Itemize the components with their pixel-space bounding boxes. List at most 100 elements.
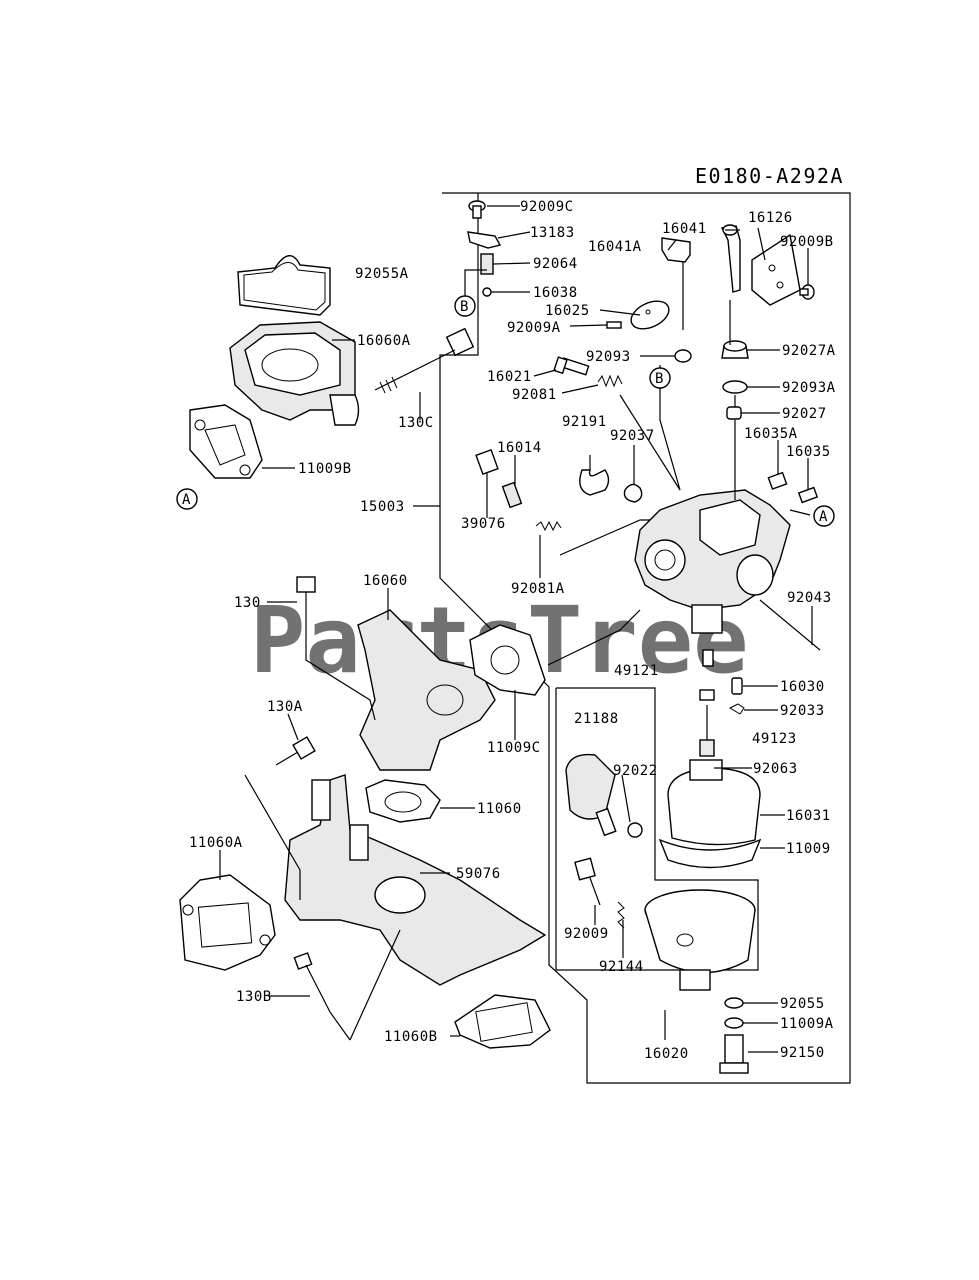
part-label: 21188 [574, 711, 619, 727]
gasket-92055A [237, 255, 331, 316]
part-label: 16041A [588, 239, 642, 255]
float-bowl-16020 [644, 889, 756, 991]
needle-valve-16030 [731, 677, 743, 695]
part-label: 130A [267, 699, 303, 715]
hose-92191 [579, 469, 610, 496]
part-label: 92027A [782, 343, 836, 359]
clip-92037 [623, 483, 643, 503]
part-label: 92055A [355, 266, 409, 282]
air-cleaner-base-16060A [229, 321, 360, 426]
callout-a-left: A [176, 488, 198, 510]
part-label: 92043 [787, 590, 832, 606]
screw-16035A [767, 471, 788, 490]
part-label: 11009 [786, 841, 831, 857]
svg-text:B: B [460, 299, 469, 315]
o-ring-92055 [724, 997, 744, 1009]
part-label: 59076 [456, 866, 501, 882]
spring-92081 [597, 374, 623, 388]
o-ring-16038 [482, 287, 492, 297]
part-label: 92009A [507, 320, 561, 336]
part-label: 92081A [511, 581, 565, 597]
screw-16021 [553, 356, 590, 376]
part-label: 11060B [384, 1029, 438, 1045]
part-39076 [475, 448, 499, 476]
cap-92027 [726, 406, 742, 420]
solenoid-21188 [565, 753, 617, 837]
part-label: 92063 [753, 761, 798, 777]
part-label: 49121 [614, 663, 659, 679]
bolt-130B [293, 952, 331, 1013]
part-label: 16035A [744, 426, 798, 442]
float-16031 [667, 759, 761, 846]
part-label: 11009C [487, 740, 541, 756]
leader-lines [219, 205, 813, 1053]
part-label: 92093 [586, 349, 631, 365]
part-label: 92191 [562, 414, 607, 430]
part-label: 16041 [662, 221, 707, 237]
part-label: 16031 [786, 808, 831, 824]
lever-16041A [661, 237, 691, 330]
part-label: 16014 [497, 440, 542, 456]
part-label: 130B [236, 989, 272, 1005]
seal-92093A [722, 380, 748, 394]
part-label: 92081 [512, 387, 557, 403]
screw-92009B [799, 284, 815, 300]
part-label: 39076 [461, 516, 506, 532]
part-labels: 92009C 13183 92064 16038 16041 16126 920… [189, 199, 836, 1062]
diagram-code: E0180-A292A [695, 164, 844, 188]
part-label: 92144 [599, 959, 644, 975]
part-label: 11009A [780, 1016, 834, 1032]
part-label: 92064 [533, 256, 578, 272]
gasket-11060 [365, 779, 441, 823]
svg-text:A: A [182, 492, 191, 508]
spring-92081A [535, 520, 562, 532]
clip-92033 [728, 703, 745, 715]
screw-16035 [797, 486, 819, 504]
callout-a-right: A [813, 505, 835, 527]
svg-text:B: B [655, 371, 664, 387]
part-label: 16060A [357, 333, 411, 349]
bolt-92009 [574, 857, 601, 906]
gasket-11009B [189, 404, 263, 479]
gasket-11060A [179, 874, 276, 971]
manifold-59076 [284, 774, 547, 986]
washer-92022 [627, 822, 643, 838]
washer-11009A [724, 1017, 744, 1029]
assembly-outline-15003 [439, 192, 851, 1084]
choke-plate-16025 [630, 300, 670, 330]
gasket-11060B [454, 994, 551, 1049]
jet-16014 [501, 481, 523, 509]
part-label: 92033 [780, 703, 825, 719]
main-jet-assembly [699, 649, 715, 757]
part-label: 15003 [360, 499, 405, 515]
gasket-11009 [658, 838, 762, 869]
bolt-130C [374, 327, 475, 394]
cap-92027A [721, 340, 749, 359]
part-label: 92055 [780, 996, 825, 1012]
part-label: 92093A [782, 380, 836, 396]
part-label: 11060 [477, 801, 522, 817]
carburetor-body [634, 489, 791, 634]
bolt-130 [296, 576, 316, 620]
part-label: 92009 [564, 926, 609, 942]
pin-92043 [759, 599, 821, 651]
gasket-11009C [469, 624, 546, 696]
part-label: 92009B [780, 234, 834, 250]
part-label: 16025 [545, 303, 590, 319]
screw-92009C [468, 200, 486, 219]
part-label: 130 [234, 595, 261, 611]
part-label: 11009B [298, 461, 352, 477]
part-label: 16021 [487, 369, 532, 385]
part-label: 16038 [533, 285, 578, 301]
part-label: 16035 [786, 444, 831, 460]
part-label: 92150 [780, 1045, 825, 1061]
part-label: 92022 [613, 763, 658, 779]
part-label: 16020 [644, 1046, 689, 1062]
insulator-16060 [357, 609, 496, 771]
plate-16126 [751, 233, 801, 306]
part-label: 130C [398, 415, 434, 431]
part-label: 92037 [610, 428, 655, 444]
drain-screw-92150 [719, 1034, 749, 1074]
lever-13183 [467, 231, 502, 249]
